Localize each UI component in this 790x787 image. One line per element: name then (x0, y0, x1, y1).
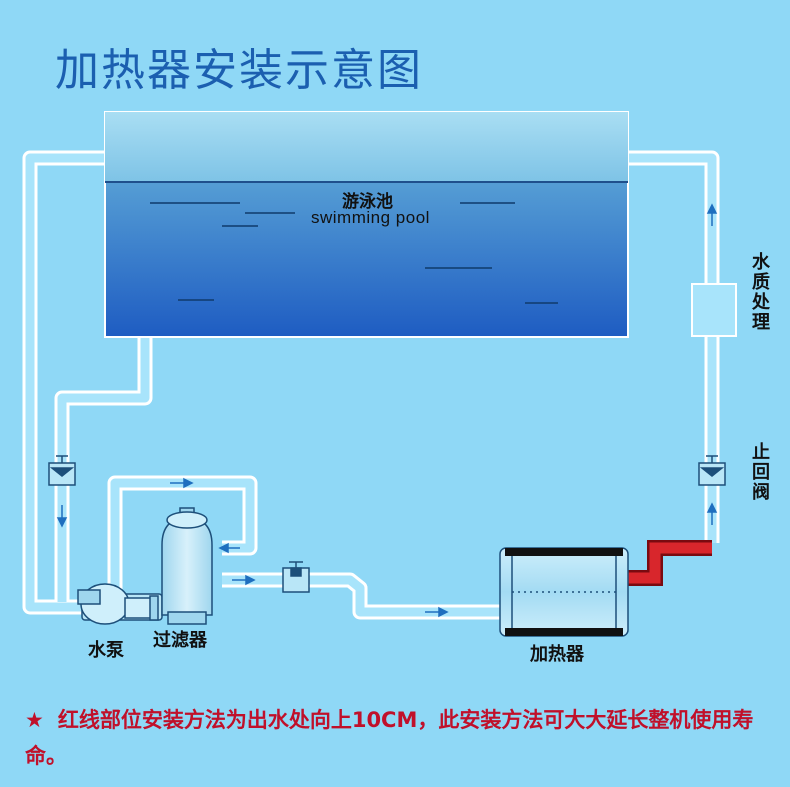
heater-label: 加热器 (530, 644, 584, 665)
arrow-left-down (56, 505, 68, 528)
flow-arrows (56, 203, 718, 618)
heater (499, 547, 629, 637)
arrow-filter-return (218, 542, 240, 554)
red-riser-pipe (628, 540, 712, 586)
filter-label: 过滤器 (153, 630, 207, 651)
valve-left (48, 455, 76, 486)
pump-label: 水泵 (88, 640, 124, 661)
diagram-title: 加热器安装示意图 (55, 45, 423, 96)
check-valve-symbol (698, 455, 726, 486)
install-note-text: 红线部位安装方法为出水处向上10CM，此安装方法可大大延长整机使用寿命。 (25, 708, 754, 768)
pool-label-en: swimming pool (311, 208, 430, 227)
arrow-filter-out (232, 574, 256, 586)
swimming-pool (104, 111, 629, 338)
star-icon: ★ (25, 708, 44, 732)
arrow-to-heater (425, 606, 449, 618)
check-valve-label: 止回阀 (749, 442, 770, 502)
pump (77, 583, 163, 625)
water-treatment-box (691, 283, 737, 337)
valve-middle (282, 561, 310, 593)
filter-tank (161, 507, 213, 625)
install-note: ★红线部位安装方法为出水处向上10CM，此安装方法可大大延长整机使用寿命。 (25, 702, 765, 774)
arrow-right-up-2 (706, 203, 718, 226)
water-treatment-label: 水质处理 (749, 252, 770, 332)
pool-label-cn: 游泳池 (342, 192, 393, 212)
arrow-filter-top (170, 477, 194, 489)
arrow-right-up-1 (706, 502, 718, 525)
